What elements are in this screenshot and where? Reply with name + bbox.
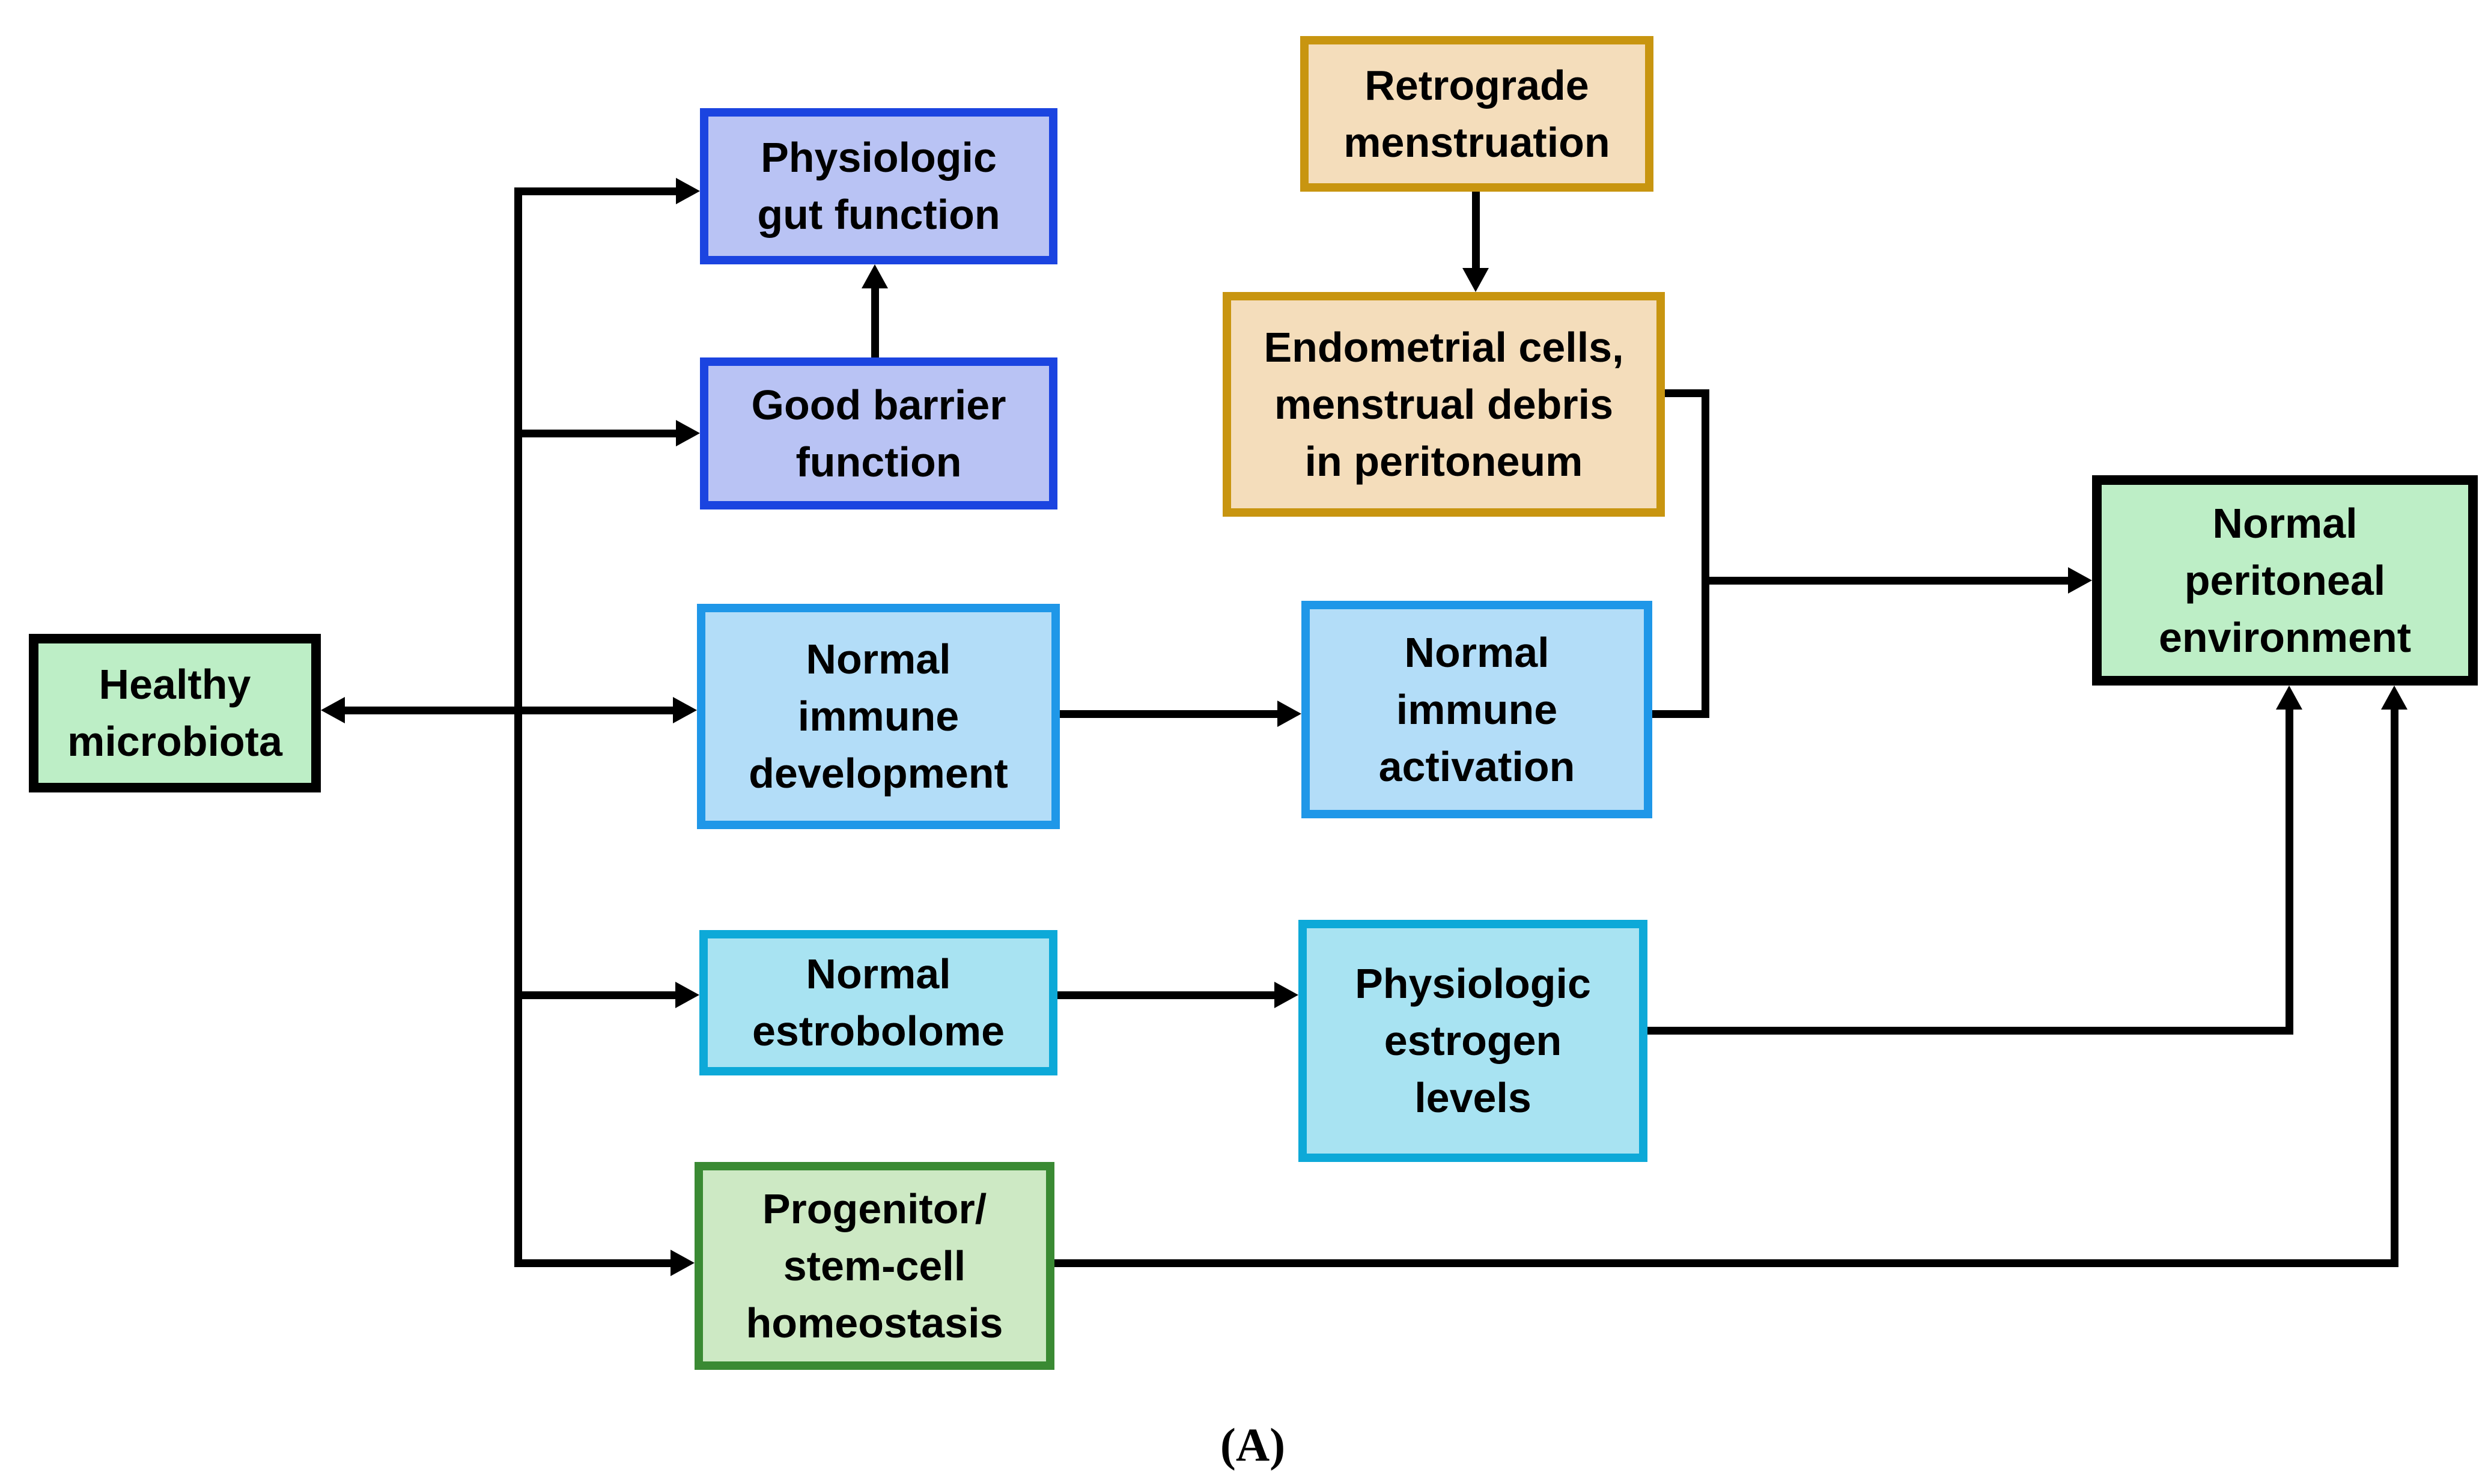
edge-trunk-to-estrobolome-line	[514, 991, 677, 999]
edge-activation-elbow-line	[1652, 710, 1709, 718]
edge-trunk-to-barrier-function-arrowhead	[676, 420, 700, 446]
edge-trunk-to-gut-function-arrowhead	[676, 178, 700, 204]
node-retrograde-menstruation: Retrograde menstruation	[1300, 36, 1653, 192]
node-progenitor-stem-cell-homeostasis: Progenitor/ stem-cell homeostasis	[695, 1162, 1054, 1370]
node-good-barrier-function: Good barrier function	[700, 357, 1057, 509]
edge-retrograde-to-endometrial-arrowhead	[1462, 268, 1489, 292]
edge-retrograde-to-endometrial-line	[1472, 192, 1480, 269]
edge-merge-to-peritoneal-line	[1702, 577, 2069, 585]
edge-estrobolome-to-estrogen-arrowhead	[1274, 982, 1298, 1008]
edge-trunk-to-gut-function-line	[514, 187, 677, 195]
edge-progenitor-horizontal-line	[1054, 1259, 2398, 1267]
edge-microbiota-immune-line	[344, 707, 674, 714]
edge-trunk-to-estrobolome-arrowhead	[675, 982, 699, 1008]
node-normal-estrobolome: Normal estrobolome	[699, 930, 1057, 1075]
node-normal-immune-activation: Normal immune activation	[1301, 601, 1652, 818]
edge-merge-vertical-line	[1702, 389, 1709, 718]
node-normal-peritoneal-environment: Normal peritoneal environment	[2092, 475, 2478, 686]
edge-progenitor-to-peritoneal-arrowhead	[2381, 686, 2407, 710]
edge-merge-to-peritoneal-arrowhead	[2068, 567, 2092, 594]
edge-estrogen-riser-line	[2286, 708, 2293, 1035]
edge-microbiota-immune-arrowhead-right	[673, 697, 697, 723]
edge-microbiota-immune-arrowhead-left	[321, 697, 345, 723]
edge-immune-dev-to-activation-line	[1060, 710, 1279, 718]
edge-endometrial-elbow-line	[1665, 389, 1709, 397]
node-endometrial-cells: Endometrial cells, menstrual debris in p…	[1223, 292, 1665, 517]
edge-progenitor-riser-line	[2391, 708, 2398, 1267]
node-physiologic-estrogen-levels: Physiologic estrogen levels	[1298, 920, 1647, 1162]
figure-panel-label: (A)	[1220, 1419, 1286, 1471]
edge-trunk-to-progenitor-arrowhead	[671, 1250, 695, 1276]
edge-barrier-to-gut-arrowhead	[862, 264, 888, 288]
node-physiologic-gut-function: Physiologic gut function	[700, 108, 1057, 264]
edge-trunk-to-barrier-function-line	[514, 430, 677, 437]
trunk-line	[514, 187, 522, 1267]
edge-estrogen-to-peritoneal-arrowhead	[2276, 686, 2302, 710]
edge-barrier-to-gut-line	[871, 287, 879, 357]
node-normal-immune-development: Normal immune development	[697, 604, 1060, 829]
edge-estrogen-horizontal-line	[1647, 1027, 2293, 1035]
edge-trunk-to-progenitor-line	[514, 1259, 671, 1267]
node-healthy-microbiota: Healthy microbiota	[29, 634, 321, 792]
edge-estrobolome-to-estrogen-line	[1057, 991, 1276, 999]
edge-immune-dev-to-activation-arrowhead	[1277, 701, 1301, 727]
